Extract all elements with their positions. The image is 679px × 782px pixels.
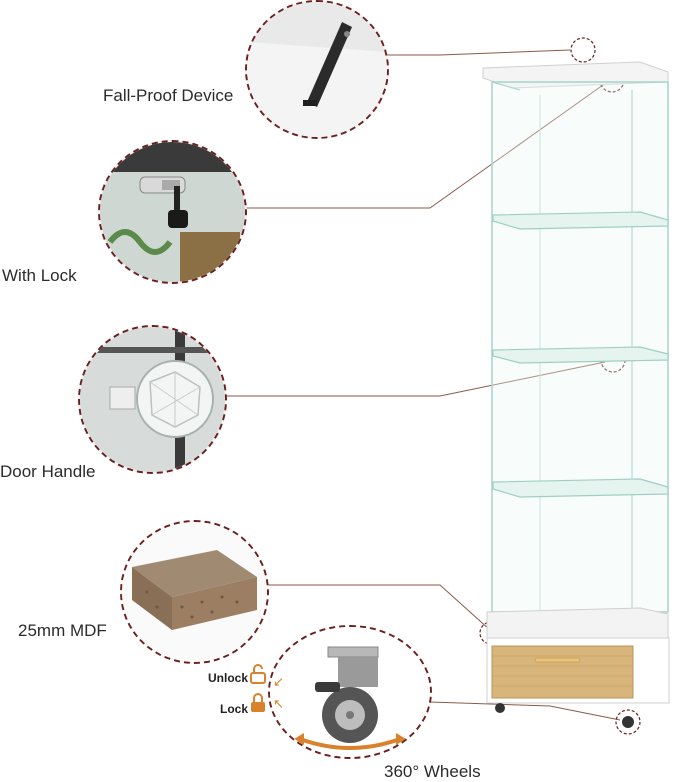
arrow-indicator-icon-2: ↖ [273,696,284,711]
marker-fall-proof [570,37,596,63]
handle-detail [78,325,227,474]
rattan-drawer [491,645,634,699]
wheel-left [495,703,505,713]
leader-handle [225,361,606,397]
leader-fall-proof [380,49,571,56]
rotation-arrow-icon [299,737,401,750]
fall-proof-detail [245,0,389,139]
label-lock: With Lock [2,266,77,285]
arrow-indicator-icon: ↙ [273,674,284,689]
unlock-icon [250,664,266,684]
drawer-handle [534,657,581,663]
wheel-detail [268,625,432,759]
label-unlock: Unlock [208,671,249,685]
label-mdf: 25mm MDF [18,621,107,640]
leader-mdf [265,584,491,631]
glass-shelves [492,211,669,498]
marker-wheels [615,709,641,735]
label-fall-proof: Fall-Proof Device [103,86,234,105]
lock-detail [98,140,247,284]
label-wheels: 360° Wheels [384,762,481,781]
lock-icon [250,693,266,713]
label-lock-state: Lock [220,702,249,716]
leader-wheels [429,701,621,721]
leader-lock [245,79,611,209]
wheel-right [622,716,634,728]
label-handle: Door Handle [0,462,96,481]
display-cabinet [482,61,670,728]
leader-lines [225,49,621,721]
mdf-detail [120,520,269,664]
